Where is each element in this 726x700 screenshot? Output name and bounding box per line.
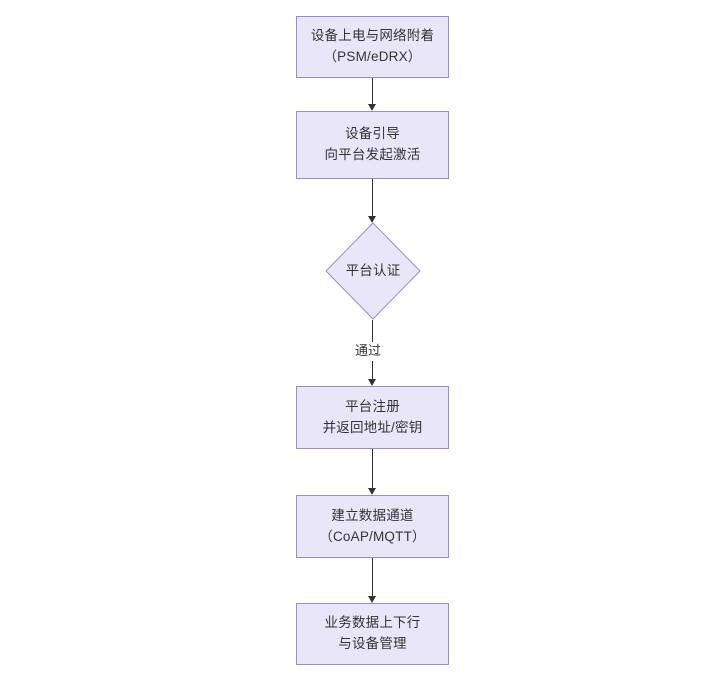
edge-n1-n2	[368, 78, 376, 111]
edge-line	[372, 449, 373, 489]
edge-line	[372, 78, 373, 105]
node-text-line: 设备引导	[345, 126, 400, 142]
node-text-line: 向平台发起激活	[324, 147, 421, 162]
edge-n2-n3	[368, 179, 376, 223]
edge-line	[372, 179, 373, 217]
node-business-data-and-device-management[interactable]: 业务数据上下行 与设备管理	[296, 603, 449, 665]
edge-n5-n6	[368, 558, 376, 603]
node-device-power-on[interactable]: 设备上电与网络附着 （PSM/eDRX）	[296, 16, 449, 78]
edge-label-pass: 通过	[352, 342, 385, 361]
node-text-line: 并返回地址/密钥	[322, 419, 423, 435]
node-text-line: 设备上电与网络附着	[310, 28, 435, 44]
node-platform-registration[interactable]: 平台注册 并返回地址/密钥	[296, 386, 449, 449]
edge-line	[372, 558, 373, 597]
node-text-line: 与设备管理	[338, 636, 407, 651]
arrowhead-icon	[368, 104, 376, 111]
node-text-line: 平台注册	[345, 398, 400, 414]
node-text-line: 建立数据通道	[331, 507, 414, 523]
node-device-bootstrap[interactable]: 设备引导 向平台发起激活	[296, 111, 449, 179]
node-text-line: （PSM/eDRX）	[323, 49, 422, 64]
edge-n4-n5	[368, 449, 376, 495]
node-platform-authentication[interactable]: 平台认证	[325, 222, 421, 320]
node-text-line: 平台认证	[345, 262, 401, 278]
arrowhead-icon	[368, 488, 376, 495]
arrowhead-icon	[368, 379, 376, 386]
node-text-line: 业务数据上下行	[324, 615, 421, 631]
node-text-line: （CoAP/MQTT）	[319, 528, 426, 544]
node-establish-data-channel[interactable]: 建立数据通道 （CoAP/MQTT）	[296, 495, 449, 558]
arrowhead-icon	[368, 596, 376, 603]
